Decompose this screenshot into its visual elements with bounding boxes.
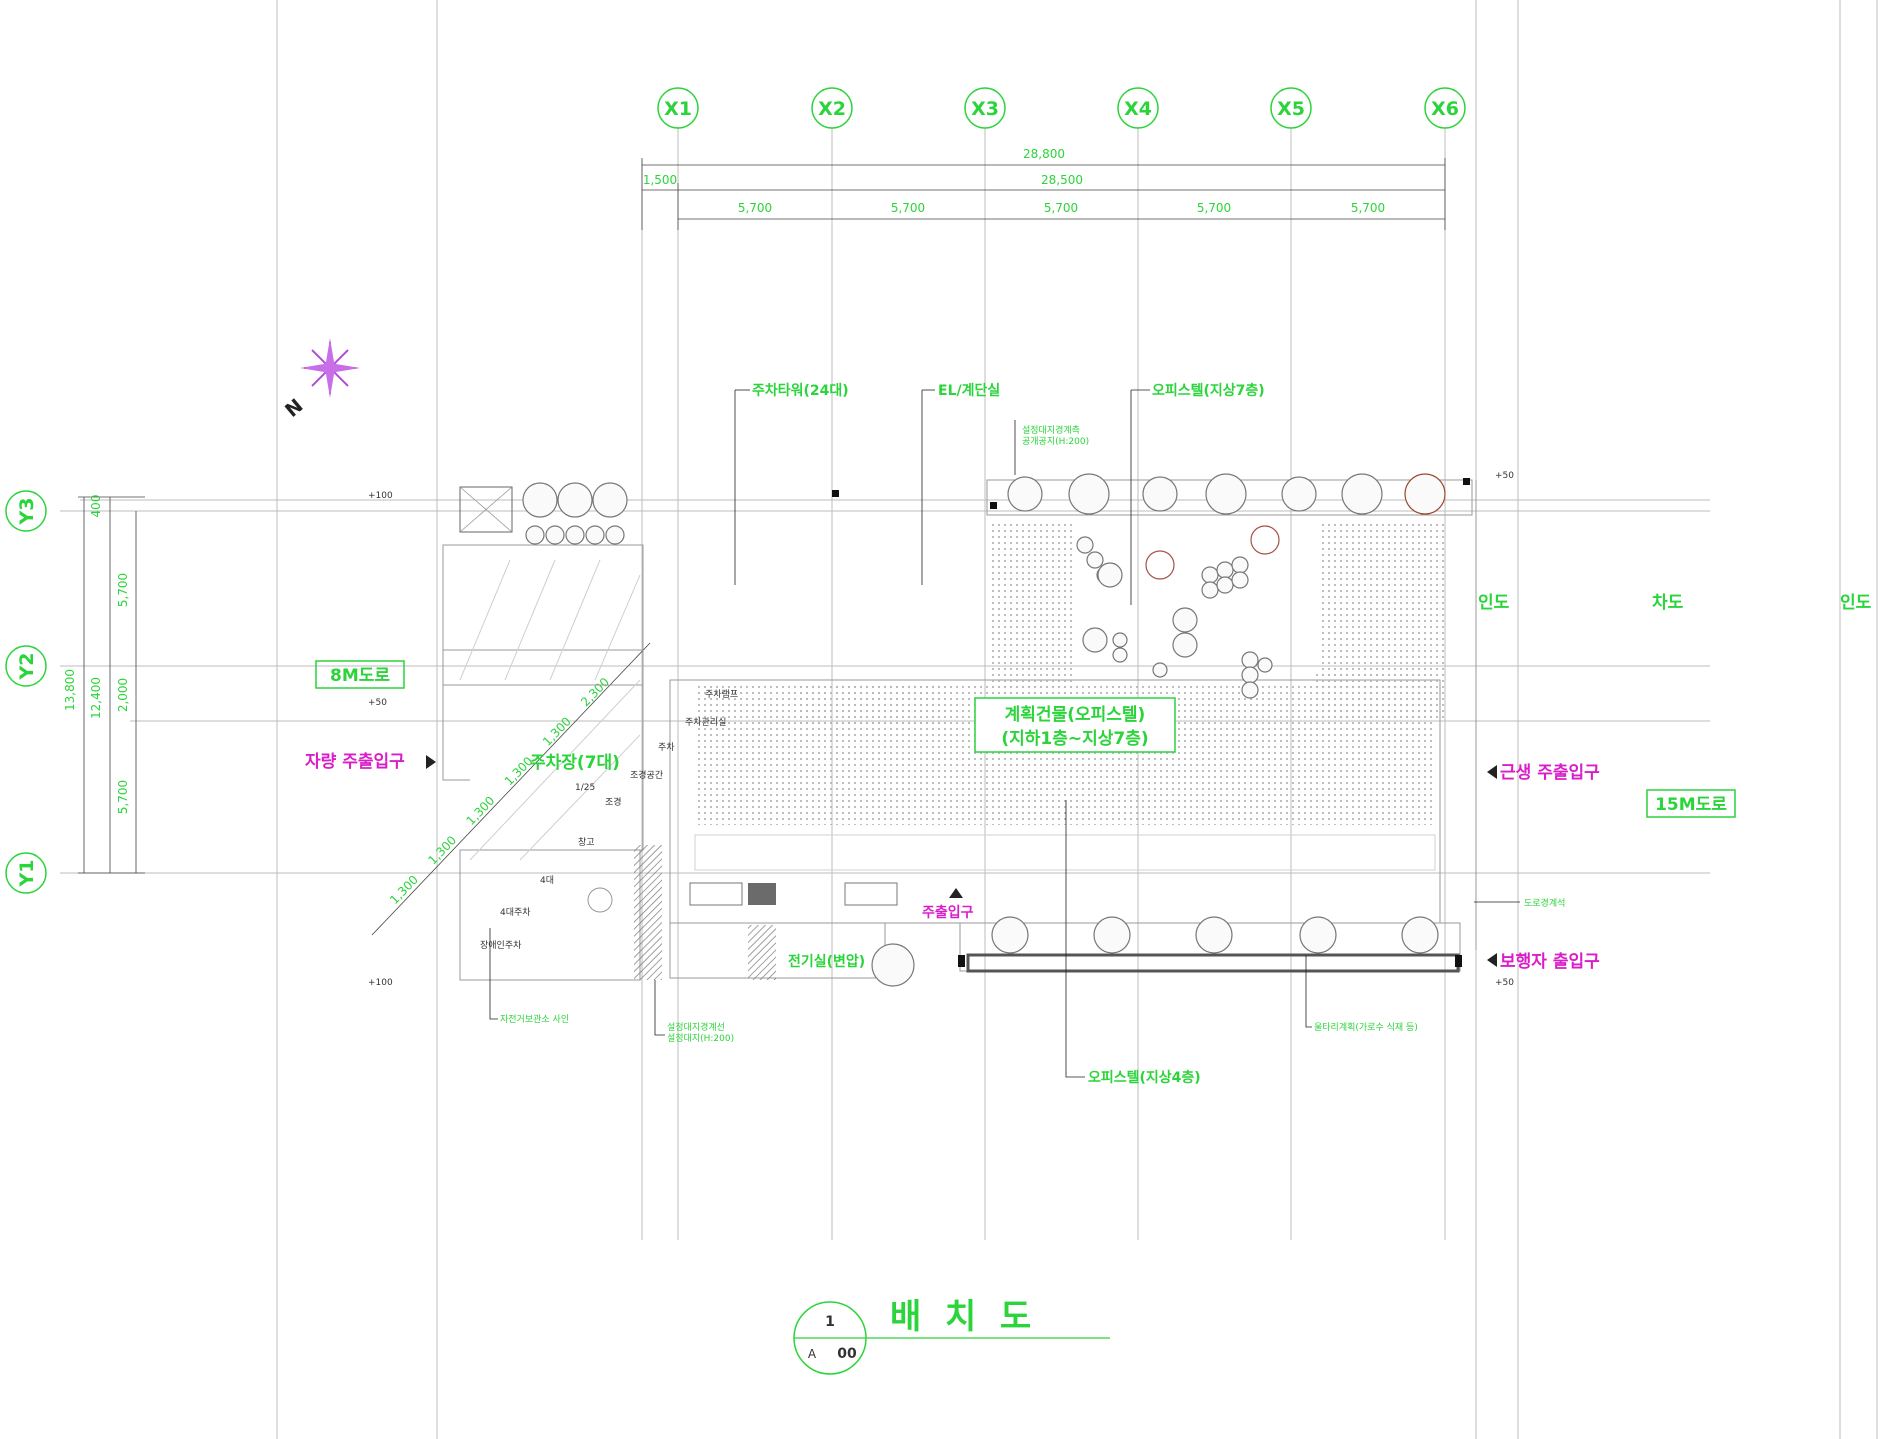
- tag-9: 4대주차: [500, 906, 531, 918]
- tag-6: 조경: [605, 796, 622, 808]
- grid-label-y3: Y3: [16, 498, 38, 526]
- label-pedestrian-entry: 보행자 출입구: [1500, 952, 1600, 972]
- left-dimensions: 13,800 12,400 400 5,700 2,000 5,700: [63, 495, 145, 874]
- level-mark-bottom-left: +100: [368, 978, 393, 988]
- dim-top-offset: 1,500: [643, 173, 677, 187]
- title-number: 1: [825, 1314, 835, 1330]
- label-sidewalk-left: 인도: [1478, 593, 1510, 613]
- column-grid-bubbles: X1 X2 X3 X4 X5 X6: [657, 87, 1466, 129]
- pedestrian-entry-arrow-icon: [1487, 953, 1497, 967]
- label-electric-room: 전기실(변압): [788, 953, 865, 970]
- label-road-8m: 8M도로: [330, 666, 390, 686]
- feature-shrubs: [1145, 525, 1280, 580]
- dim-left-span-3: 5,700: [116, 780, 130, 814]
- grid-label-y1: Y1: [16, 860, 38, 888]
- title-sheet-no: 00: [837, 1346, 857, 1362]
- grid-label-x6: X6: [1431, 98, 1459, 120]
- grid-bubble-y3: Y3: [5, 490, 47, 532]
- level-mark-bottom-right: +50: [1495, 978, 1514, 988]
- label-parking-7: 주차장(7대): [530, 753, 620, 773]
- utility-box: [459, 486, 513, 533]
- tag-7: 창고: [578, 837, 595, 848]
- marker-points: [832, 478, 1470, 967]
- grid-label-x2: X2: [818, 98, 846, 120]
- dim-diag-3: 1,300: [463, 794, 497, 828]
- tag-4: 1/25: [575, 783, 595, 793]
- label-commercial-entry: 근생 주출입구: [1500, 763, 1600, 783]
- dim-span-5: 5,700: [1351, 201, 1385, 215]
- main-entry-arrow-icon: [949, 888, 963, 898]
- label-parking-tower: 주차타워(24대): [752, 383, 849, 399]
- level-mark-right: +50: [1495, 471, 1514, 481]
- dim-top-second: 28,500: [1041, 173, 1083, 187]
- dim-left-top: 400: [89, 495, 103, 518]
- vehicle-entry-arrow-icon: [426, 755, 436, 769]
- dim-top-total: 28,800: [1023, 147, 1065, 161]
- landscape-trees: [522, 473, 1446, 987]
- dim-span-3: 5,700: [1044, 201, 1078, 215]
- label-vehicle-entry: 자량 주출입구: [305, 752, 405, 772]
- parking-stall-lines: [459, 559, 641, 861]
- label-curb-note: 도로경계석: [1524, 897, 1565, 909]
- grid-label-x4: X4: [1124, 98, 1152, 120]
- grid-label-y2: Y2: [16, 653, 38, 681]
- drawing-title: 배 치 도: [890, 1297, 1031, 1337]
- tag-8: 4대: [540, 875, 554, 886]
- grid-bubble-y2: Y2: [5, 645, 47, 687]
- top-dimensions: 28,800 1,500 28,500 5,700 5,700 5,700 5,…: [641, 147, 1446, 230]
- dim-span-1: 5,700: [738, 201, 772, 215]
- grid-bubble-x4: X4: [1117, 87, 1159, 129]
- grid-bubble-x2: X2: [811, 87, 853, 129]
- grid-bubble-y1: Y1: [5, 852, 47, 894]
- label-fence-note: 울타리계획(가로수 식재 등): [1314, 1021, 1418, 1033]
- label-sidewalk-right: 인도: [1840, 593, 1872, 613]
- grid-bubble-x6: X6: [1424, 87, 1466, 129]
- level-mark-top: +100: [368, 491, 393, 501]
- entrance-labels: 자량 주출입구 근생 주출입구 주출입구 보행자 출입구: [305, 752, 1600, 972]
- tag-3: 주차: [658, 741, 675, 753]
- tag-10: 장애인주차: [480, 939, 522, 951]
- tag-1: 주차램프: [705, 688, 738, 700]
- leader-lines: [489, 389, 1520, 1078]
- title-sheet-prefix: A: [808, 1347, 817, 1361]
- level-markers: +100 +50 +50 +100 +50: [368, 471, 1514, 988]
- dim-left-span-2: 2,000: [116, 678, 130, 712]
- label-planned-building-2: (지하1층~지상7층): [1001, 729, 1148, 749]
- grid-bubble-x3: X3: [964, 87, 1006, 129]
- grid-bubble-x5: X5: [1270, 87, 1312, 129]
- title-block: 1 A 00 배 치 도: [793, 1297, 1110, 1375]
- label-main-entry: 주출입구: [922, 904, 974, 921]
- dim-left-total: 13,800: [63, 669, 77, 711]
- dim-diag-2: 1,300: [425, 833, 459, 867]
- label-office-top: 오피스텔(지상7층): [1152, 383, 1265, 399]
- north-arrow-icon: N: [281, 338, 360, 422]
- dim-left-overall: 12,400: [89, 677, 103, 719]
- dim-diag-5: 1,300: [540, 714, 574, 748]
- dim-span-4: 5,700: [1197, 201, 1231, 215]
- label-planned-building-1: 계획건물(오피스텔): [1005, 705, 1146, 725]
- commercial-entry-arrow-icon: [1487, 765, 1497, 779]
- grid-label-x3: X3: [971, 98, 999, 120]
- dim-diag-1: 1,300: [387, 873, 421, 907]
- label-ev-room: EL/계단실: [938, 382, 1000, 399]
- label-office-bottom: 오피스텔(지상4층): [1088, 1070, 1201, 1086]
- grid-label-x1: X1: [664, 98, 692, 120]
- tag-5: 조경공간: [630, 769, 663, 781]
- small-tags: 주차램프 주차관리실 주차 1/25 조경공간 조경 창고 4대 4대주차 장애…: [480, 688, 738, 951]
- svg-text:N: N: [281, 395, 307, 422]
- label-road-15m: 15M도로: [1655, 795, 1727, 815]
- dim-span-2: 5,700: [891, 201, 925, 215]
- level-mark-8m: +50: [368, 698, 387, 708]
- label-roadway: 차도: [1652, 593, 1684, 613]
- grid-label-x5: X5: [1277, 98, 1305, 120]
- dim-left-span-1: 5,700: [116, 573, 130, 607]
- grid-bubble-x1: X1: [657, 87, 699, 129]
- row-grid-bubbles: Y3 Y2 Y1: [5, 490, 47, 894]
- tag-2: 주차관리실: [685, 716, 726, 728]
- label-bike-note: 자전거보관소 사인: [500, 1014, 569, 1025]
